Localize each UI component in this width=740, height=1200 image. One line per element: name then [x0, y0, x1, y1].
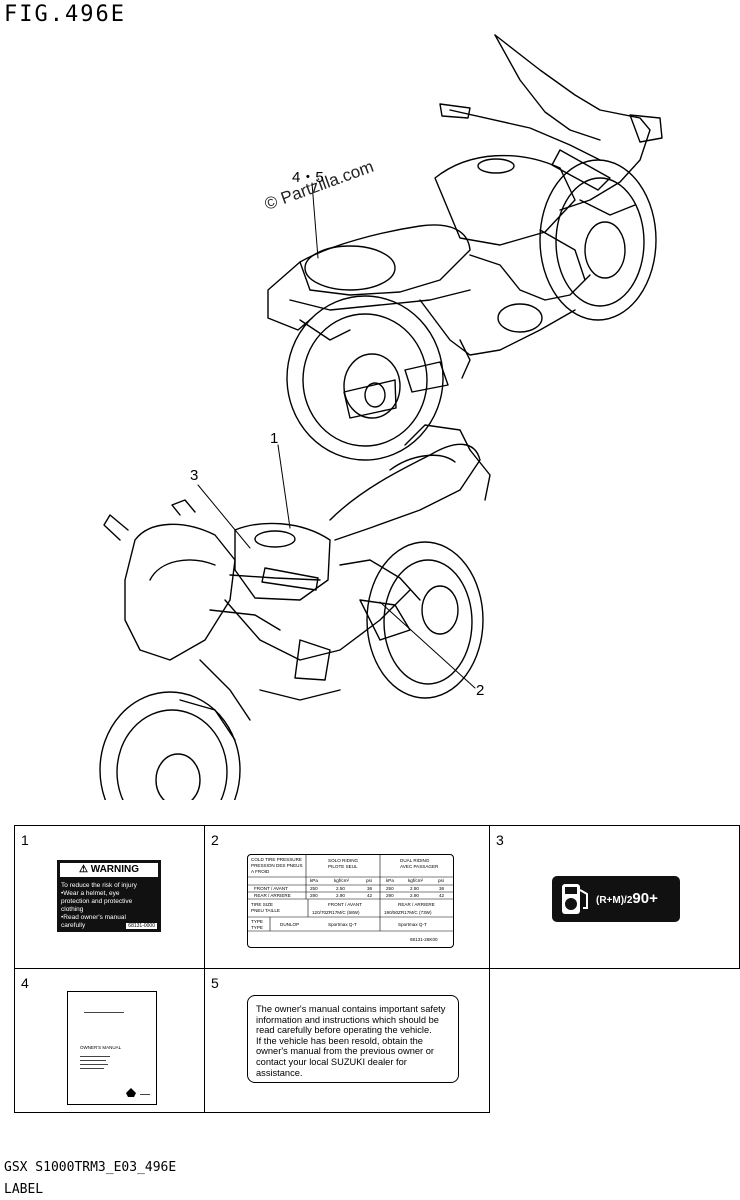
tire-pressure-label: COLD TIRE PRESSURE PRESSION DES PNEUS A …: [247, 854, 454, 948]
callout-1: 1: [270, 430, 279, 447]
fuel-pump-icon: [562, 884, 588, 914]
top-motorcycle-drawing: [267, 34, 663, 461]
warning-code: 68131-0000: [126, 923, 157, 929]
part-cell-1: 1 ⚠ WARNING To reduce the risk of injury…: [14, 825, 205, 969]
manual-title: OWNER'S MANUAL: [80, 1045, 122, 1050]
diagram-code: GSX S1000TRM3_E03_496E: [4, 1160, 177, 1175]
part-number: 3: [496, 832, 504, 848]
part-cell-5: 5 The owner's manual contains important …: [204, 968, 490, 1113]
warning-label: ⚠ WARNING To reduce the risk of injury •…: [57, 860, 161, 932]
owners-manual-booklet: OWNER'S MANUAL: [67, 991, 157, 1105]
fuel-octane-label: (R+M)/290+: [552, 876, 680, 922]
diagram-section-label: LABEL: [4, 1182, 44, 1197]
figure-title: FIG.496E: [4, 2, 126, 27]
octane-rating: (R+M)/290+: [596, 890, 658, 907]
callout-leaders: [197, 182, 476, 689]
callout-2: 2: [476, 682, 485, 699]
part-cell-4: 4 OWNER'S MANUAL: [14, 968, 205, 1113]
callout-3: 3: [190, 467, 199, 484]
part-number: 5: [211, 975, 219, 991]
callout-4-5: 4・5: [292, 169, 324, 186]
suzuki-logo-icon: [126, 1088, 136, 1097]
part-number: 1: [21, 832, 29, 848]
parts-table: 1 ⚠ WARNING To reduce the risk of injury…: [14, 825, 740, 1113]
part-number: 4: [21, 975, 29, 991]
bottom-motorcycle-drawing: [99, 424, 491, 800]
part-number: 2: [211, 832, 219, 848]
tire-label-grid: [248, 855, 453, 932]
motorcycle-diagram: [99, 34, 663, 800]
owners-manual-notice-label: The owner's manual contains important sa…: [247, 995, 459, 1083]
part-cell-2: 2 COLD TIRE PRESSURE PRESSION DES PNEUS …: [204, 825, 490, 969]
warning-heading: ⚠ WARNING: [60, 863, 158, 877]
warning-text: To reduce the risk of injury •Wear a hel…: [61, 882, 137, 929]
part-cell-3: 3 (R+M)/290+: [489, 825, 740, 969]
